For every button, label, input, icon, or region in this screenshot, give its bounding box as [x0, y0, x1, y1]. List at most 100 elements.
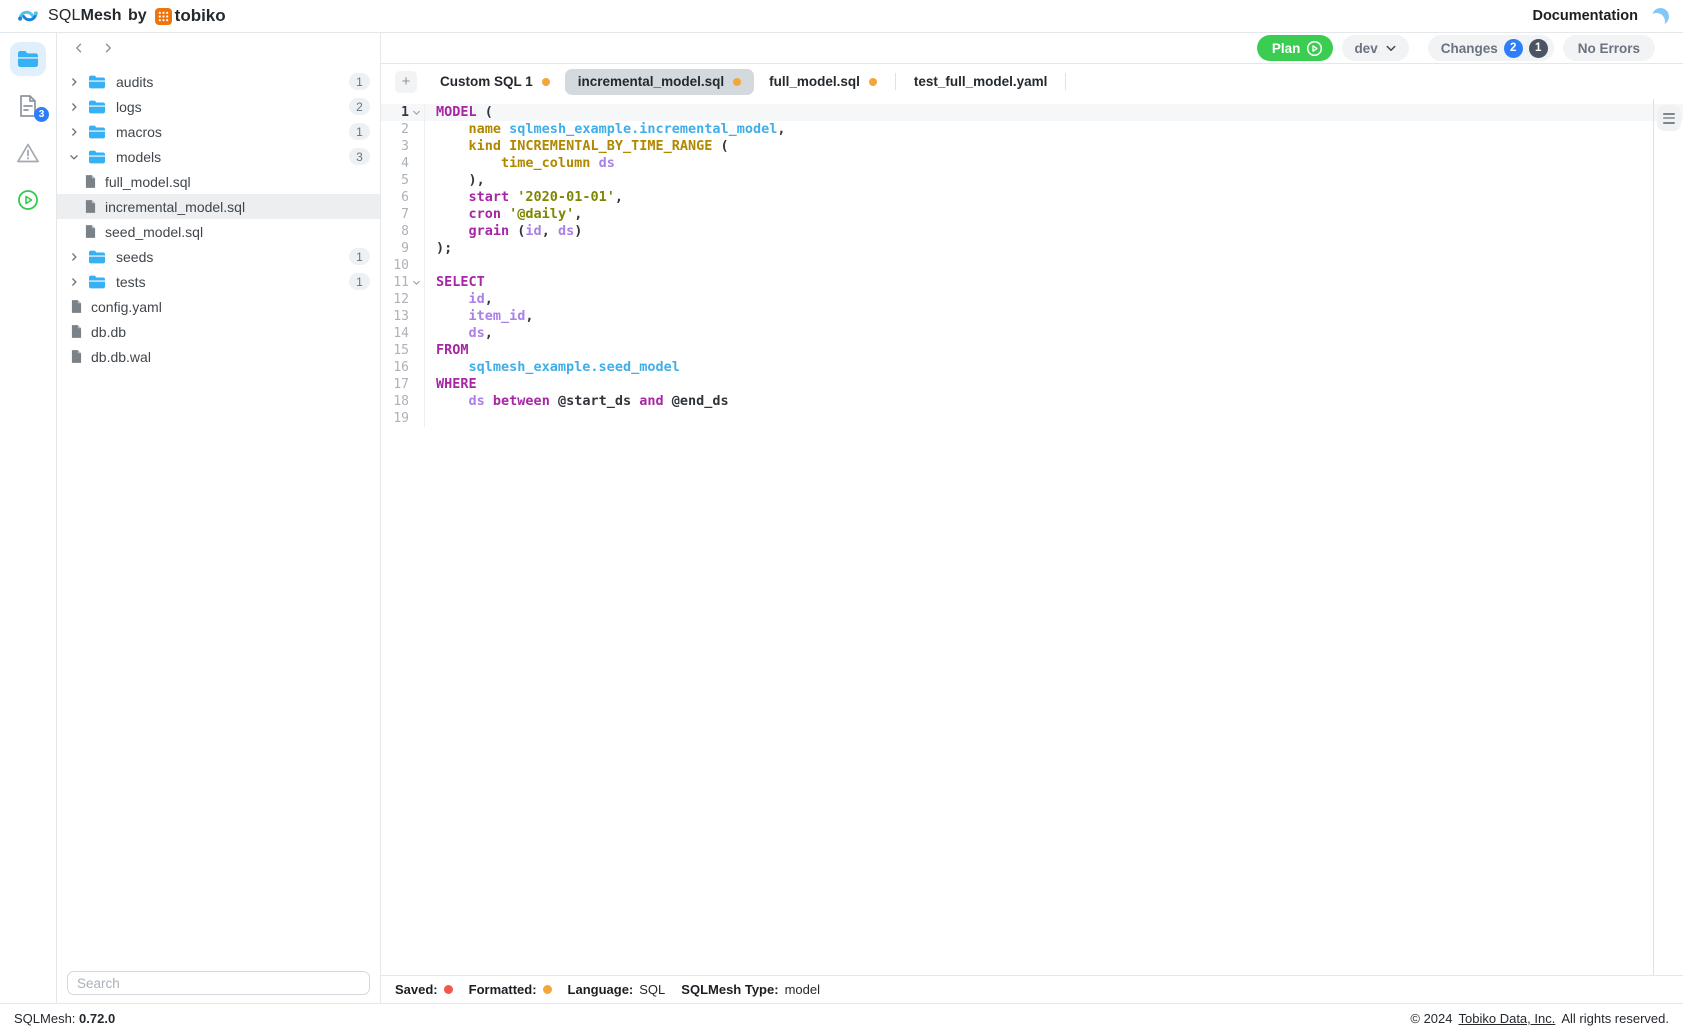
rail-files-button[interactable]	[10, 42, 46, 76]
tree-item-label: models	[116, 148, 162, 165]
top-header: SQLMesh by tobiko Documentation	[0, 0, 1683, 33]
line-number[interactable]: 1	[401, 105, 409, 120]
tab-test-full-model-yaml[interactable]: test_full_model.yaml	[901, 69, 1061, 95]
line-number[interactable]: 12	[393, 292, 409, 307]
line-number[interactable]: 3	[401, 139, 409, 154]
tobiko-data-link[interactable]: Tobiko Data, Inc.	[1458, 1011, 1556, 1026]
tree-item-label: db.db.wal	[91, 348, 151, 365]
changes-label: Changes	[1440, 40, 1498, 56]
documentation-link[interactable]: Documentation	[1532, 8, 1638, 24]
line-number[interactable]: 14	[393, 326, 409, 341]
plan-button[interactable]: Plan	[1256, 35, 1334, 61]
chevron-right-icon[interactable]	[69, 102, 87, 112]
line-number[interactable]: 2	[401, 122, 409, 137]
tree-file-db.db[interactable]: db.db	[57, 319, 380, 344]
tree-file-seed_model.sql[interactable]: seed_model.sql	[57, 219, 380, 244]
tree-item-badge: 2	[349, 98, 370, 115]
docs-count-badge: 3	[34, 107, 49, 122]
tree-item-badge: 1	[349, 123, 370, 140]
errors-label: No Errors	[1577, 40, 1640, 56]
tab-full-model-sql[interactable]: full_model.sql	[756, 69, 890, 95]
line-number[interactable]: 15	[393, 343, 409, 358]
folder-icon	[87, 274, 107, 290]
line-number[interactable]: 11	[393, 275, 409, 290]
errors-indicator[interactable]: No Errors	[1562, 35, 1655, 61]
editor-menu-button[interactable]	[1656, 105, 1681, 131]
rail-run-button[interactable]	[10, 183, 46, 217]
changes-indicator[interactable]: Changes 2 1	[1427, 35, 1554, 61]
line-number[interactable]: 13	[393, 309, 409, 324]
fold-chevron-icon[interactable]	[409, 278, 424, 287]
chevron-right-icon[interactable]	[69, 127, 87, 137]
tree-item-badge: 1	[349, 273, 370, 290]
dark-mode-toggle-moon-icon[interactable]	[1650, 6, 1670, 26]
chevron-down-icon[interactable]	[69, 152, 87, 162]
chevron-right-icon[interactable]	[69, 77, 87, 87]
tab-custom-sql-1[interactable]: Custom SQL 1	[427, 69, 563, 95]
icon-rail: 3	[0, 33, 57, 1003]
tab-label: full_model.sql	[769, 74, 860, 89]
tree-file-db.db.wal[interactable]: db.db.wal	[57, 344, 380, 369]
gutter-divider	[424, 376, 425, 393]
gutter-divider	[424, 121, 425, 138]
line-number[interactable]: 18	[393, 394, 409, 409]
gutter-divider	[424, 257, 425, 274]
tree-item-label: audits	[116, 73, 154, 90]
line-number[interactable]: 9	[401, 241, 409, 256]
tree-file-incremental_model.sql[interactable]: incremental_model.sql	[57, 194, 380, 219]
tab-incremental-model-sql[interactable]: incremental_model.sql	[564, 68, 755, 95]
tobiko-logo: tobiko	[154, 6, 226, 26]
add-tab-button[interactable]: +	[395, 70, 417, 93]
file-icon	[85, 175, 96, 188]
plan-button-label: Plan	[1271, 40, 1301, 56]
brand-text: SQLMesh by	[48, 7, 147, 24]
gutter-divider	[424, 240, 425, 257]
code-line-8: 8 grain (id, ds)	[381, 223, 1683, 240]
forward-arrow-icon[interactable]	[102, 42, 114, 54]
fold-chevron-icon[interactable]	[409, 108, 424, 117]
search-input[interactable]	[67, 971, 370, 995]
code-text: );	[436, 240, 453, 256]
code-text: ds between @start_ds and @end_ds	[468, 393, 729, 409]
line-number[interactable]: 6	[401, 190, 409, 205]
app-footer: SQLMesh: 0.72.0 © 2024 Tobiko Data, Inc.…	[0, 1003, 1683, 1033]
chevron-right-icon[interactable]	[69, 252, 87, 262]
line-number[interactable]: 19	[393, 411, 409, 426]
line-number[interactable]: 8	[401, 224, 409, 239]
tree-file-config.yaml[interactable]: config.yaml	[57, 294, 380, 319]
code-text: item_id,	[468, 308, 534, 324]
code-line-14: 14 ds,	[381, 325, 1683, 342]
back-arrow-icon[interactable]	[73, 42, 85, 54]
line-number[interactable]: 4	[401, 156, 409, 171]
line-number[interactable]: 17	[393, 377, 409, 392]
tree-file-full_model.sql[interactable]: full_model.sql	[57, 169, 380, 194]
folder-icon	[87, 149, 107, 165]
rail-errors-button[interactable]	[10, 136, 46, 170]
environment-select[interactable]: dev	[1342, 35, 1409, 61]
line-number[interactable]: 5	[401, 173, 409, 188]
tab-separator	[1065, 73, 1067, 90]
gutter-divider	[424, 206, 425, 223]
tree-item-label: seeds	[116, 248, 154, 265]
chevron-right-icon[interactable]	[69, 277, 87, 287]
line-number[interactable]: 10	[393, 258, 409, 273]
changes-count-secondary: 1	[1528, 38, 1548, 58]
rail-docs-button[interactable]: 3	[10, 89, 49, 123]
line-number[interactable]: 16	[393, 360, 409, 375]
tobiko-grid-icon	[154, 7, 172, 25]
folder-icon	[87, 74, 107, 90]
line-number[interactable]: 7	[401, 207, 409, 222]
gutter-divider	[424, 155, 425, 172]
